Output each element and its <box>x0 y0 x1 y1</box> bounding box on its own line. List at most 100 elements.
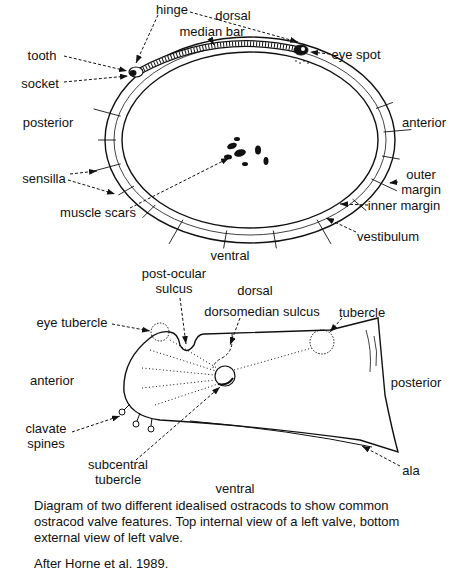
leader-line <box>130 158 229 208</box>
dot <box>307 62 309 64</box>
dot <box>295 60 297 62</box>
carapace-outline <box>124 318 398 452</box>
spine <box>124 404 130 410</box>
leader-line <box>340 204 368 205</box>
eye-spot-symbol <box>294 45 308 55</box>
leader-line <box>210 38 214 45</box>
external-valve <box>119 318 398 452</box>
hinge-bar-outline <box>138 44 300 72</box>
dotted-line <box>142 380 216 388</box>
concrescence-line <box>114 45 386 235</box>
eye-spot-highlight <box>301 47 305 51</box>
eye-tubercle-symbol <box>151 323 169 341</box>
ala-keel-line <box>190 421 372 447</box>
dotted-line <box>155 384 218 405</box>
dotted-line <box>234 348 312 370</box>
sensilla-hair <box>94 109 121 116</box>
posterior-detail <box>366 330 377 372</box>
dot <box>299 62 301 64</box>
leader-line <box>389 182 398 183</box>
part-label: dorsal <box>215 8 250 23</box>
internal-valve <box>94 37 412 248</box>
sensilla-hair <box>317 220 331 244</box>
tubercle-shading <box>218 378 233 384</box>
part-label: eye tubercle <box>37 315 108 330</box>
muscle-scar <box>242 162 248 166</box>
dotted-line <box>142 368 215 375</box>
muscle-scar <box>226 141 237 150</box>
spine-club <box>119 409 125 415</box>
part-label: ventral <box>210 248 249 263</box>
sensilla-hair <box>371 179 396 191</box>
part-label: anterior <box>402 115 446 130</box>
part-label: anterior <box>30 373 74 388</box>
outer-margin-line <box>105 37 395 243</box>
part-label: post-ocular sulcus <box>132 266 216 296</box>
part-label: hinge <box>156 2 188 17</box>
subcentral-tubercle-symbol <box>215 366 235 386</box>
part-label: tubercle <box>339 305 385 320</box>
pore-canal <box>376 102 393 108</box>
muscle-scar <box>233 148 246 158</box>
part-label: muscle scars <box>60 205 136 220</box>
part-label: sensilla <box>22 171 65 186</box>
pore-canals <box>94 102 412 248</box>
spine <box>151 418 152 426</box>
sensilla-hair <box>94 164 121 171</box>
pore-canal <box>224 231 227 249</box>
leader-lines-top <box>64 12 398 232</box>
part-label: After Horne et al. 1989. <box>34 556 168 571</box>
part-label: dorsal <box>237 283 272 298</box>
part-label: posterior <box>391 375 442 390</box>
leader-line <box>362 446 400 466</box>
part-label: eye spot <box>331 47 380 62</box>
leader-line <box>64 76 128 82</box>
pore-canal <box>382 156 400 159</box>
leader-line <box>70 171 97 174</box>
spine <box>137 413 140 421</box>
dorsomedian-sulcus-line <box>213 334 232 368</box>
part-label: dorsomedian sulcus <box>204 304 320 319</box>
part-label: tooth <box>28 48 57 63</box>
pore-canal <box>98 140 116 141</box>
inner-margin-line <box>122 52 378 228</box>
leader-line <box>180 298 186 344</box>
leader-line <box>230 318 240 345</box>
part-label: inner margin <box>368 198 440 213</box>
figure-caption: Diagram of two different idealised ostra… <box>34 498 404 546</box>
pore-canal <box>118 186 134 195</box>
dotted-line <box>150 350 216 371</box>
muscle-scar <box>264 157 269 165</box>
leader-line <box>310 52 330 54</box>
clavate-spines-symbol <box>119 404 154 432</box>
part-label: posterior <box>23 115 74 130</box>
leader-line <box>136 387 220 460</box>
leader-line <box>72 416 120 432</box>
dot <box>303 60 305 62</box>
leader-line <box>136 15 158 63</box>
median-bar-hatching <box>138 44 300 72</box>
sensilla-hair <box>169 220 183 244</box>
part-label: outer margin <box>398 167 444 197</box>
muscle-scar <box>234 137 240 141</box>
pore-canal <box>143 205 156 218</box>
part-label: socket <box>21 76 59 91</box>
eye-spot-dots <box>295 60 309 64</box>
part-label: ventral <box>215 481 254 496</box>
part-label: median bar <box>179 24 244 39</box>
leader-line <box>64 56 127 71</box>
pore-canal <box>353 199 367 211</box>
leader-line <box>68 180 115 194</box>
part-label: subcentral tubercle <box>78 457 158 487</box>
part-label: clavate spines <box>16 421 76 451</box>
reticulation-lines <box>142 340 312 405</box>
sensilla-hair <box>384 130 412 132</box>
hinge-bar-fill <box>138 44 300 72</box>
dotted-line <box>170 340 217 368</box>
tubercle-symbol <box>310 330 334 354</box>
muscle-scar <box>255 146 261 155</box>
spine-club <box>133 421 139 427</box>
pore-canal <box>273 231 276 249</box>
